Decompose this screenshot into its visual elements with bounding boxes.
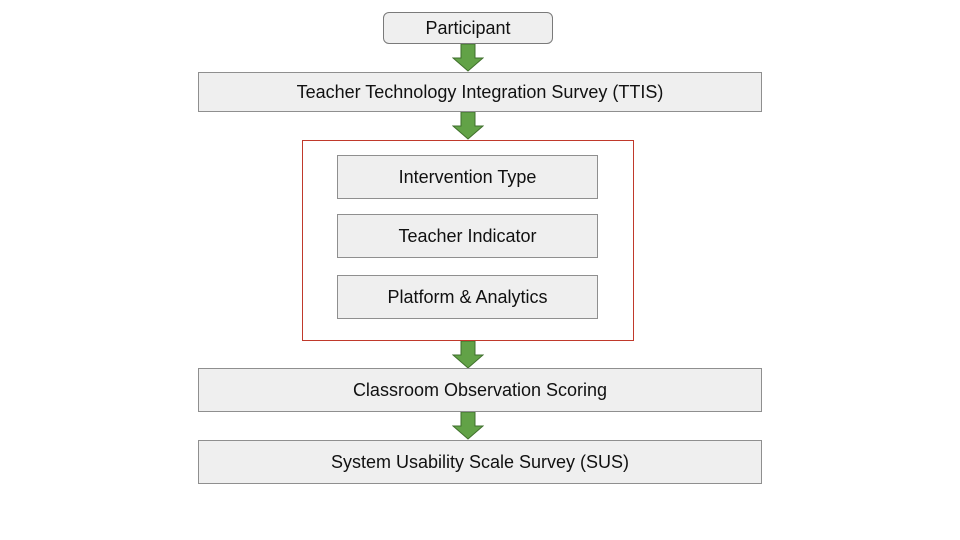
intervention-type-node: Intervention Type (337, 155, 598, 199)
ttis-label: Teacher Technology Integration Survey (T… (296, 81, 664, 102)
classroom-observation-label: Classroom Observation Scoring (352, 379, 608, 400)
arrow-down-icon (452, 341, 484, 369)
arrow-down-icon (452, 112, 484, 140)
participant-label: Participant (425, 17, 511, 38)
sus-label: System Usability Scale Survey (SUS) (330, 451, 630, 472)
platform-analytics-node: Platform & Analytics (337, 275, 598, 319)
ttis-node: Teacher Technology Integration Survey (T… (198, 72, 762, 112)
sus-node: System Usability Scale Survey (SUS) (198, 440, 762, 484)
teacher-indicator-label: Teacher Indicator (398, 225, 537, 246)
arrow-down-icon (452, 412, 484, 440)
platform-analytics-label: Platform & Analytics (387, 286, 548, 307)
intervention-type-label: Intervention Type (398, 166, 537, 187)
arrow-down-icon (452, 44, 484, 72)
classroom-observation-node: Classroom Observation Scoring (198, 368, 762, 412)
teacher-indicator-node: Teacher Indicator (337, 214, 598, 258)
participant-node: Participant (383, 12, 553, 44)
